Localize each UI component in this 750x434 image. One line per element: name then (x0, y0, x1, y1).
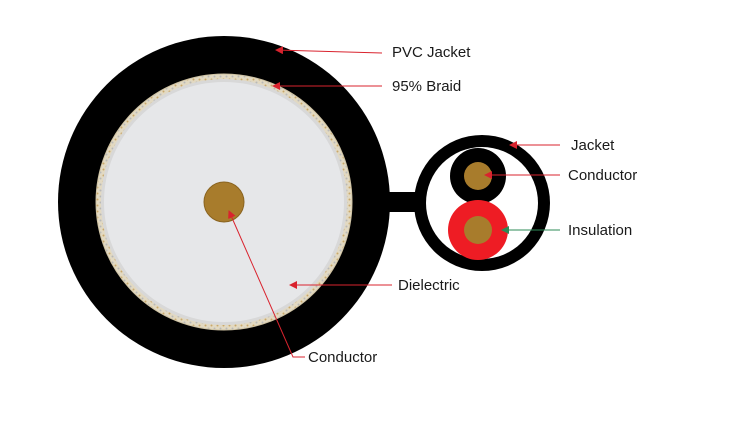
pair-conductor-top (464, 162, 492, 190)
label-dielectric: Dielectric (398, 277, 460, 294)
main-conductor-core (203, 181, 245, 223)
power-pair-cable (414, 135, 550, 271)
leader-main-conductor (228, 210, 305, 358)
leader-lines (228, 46, 560, 358)
label-main-conductor: Conductor (308, 349, 377, 366)
pair-conductor-bottom (464, 216, 492, 244)
label-pair-conductor: Conductor (568, 167, 637, 184)
label-insulation: Insulation (568, 222, 632, 239)
label-jacket: Jacket (571, 137, 615, 154)
labels: PVC Jacket 95% Braid Dielectric Conducto… (308, 44, 637, 366)
label-braid: 95% Braid (392, 78, 461, 95)
label-pvc-jacket: PVC Jacket (392, 44, 471, 61)
leader-pvc-jacket (275, 46, 383, 55)
